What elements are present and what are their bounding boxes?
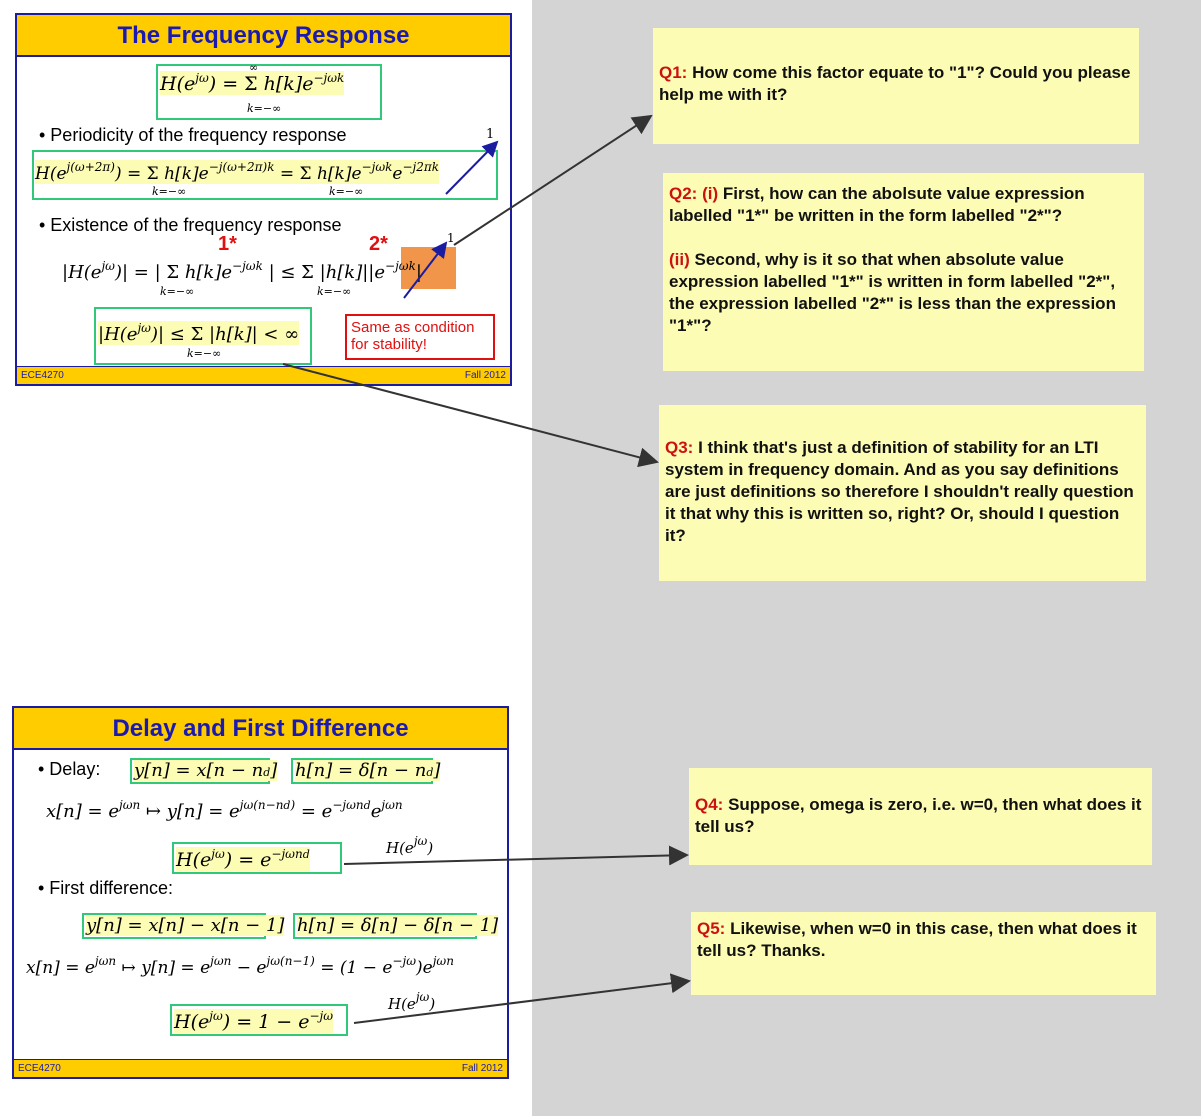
equation-delay-H: H(ejω) = e−jωnd (176, 847, 310, 871)
question-note-q3: Q3: I think that's just a definition of … (659, 405, 1146, 581)
slide-title: Delay and First Difference (14, 708, 507, 750)
slide-footer: ECE4270 Fall 2012 (17, 366, 510, 384)
stability-note: Same as condition for stability! (345, 314, 495, 360)
sum-limits: k=−∞ (329, 185, 364, 198)
slide-title: The Frequency Response (17, 15, 510, 57)
equation-diff-h: h[n] = δ[n] − δ[n − 1] (297, 915, 499, 936)
question-text: Suppose, omega is zero, i.e. w=0, then w… (695, 795, 1142, 836)
sum-limits: k=−∞ (152, 185, 187, 198)
equation-definition: H(ejω) = Σ h[k]e−jωk (160, 71, 345, 95)
sum-limits: ∞ (249, 61, 259, 74)
equation-existence: |H(ejω)| = | Σ h[k]e−jωk | ≤ Σ |h[k]||e−… (62, 259, 422, 283)
question-note-q2: Q2: (i) First, how can the abolsute valu… (663, 173, 1144, 371)
equation-delay-response: x[n] = ejωn ↦ y[n] = ejω(n−nd) = e−jωnde… (46, 798, 403, 822)
equation-bound: |H(ejω)| ≤ Σ |h[k]| < ∞ (98, 321, 300, 345)
question-tag: Q1: (659, 63, 688, 82)
footer-term: Fall 2012 (461, 1063, 503, 1074)
footer-course: ECE4270 (18, 1063, 61, 1074)
arrow-label-1: 1 (447, 231, 455, 245)
question-note-q1: Q1: How come this factor equate to "1"? … (653, 28, 1139, 144)
slide-footer: ECE4270 Fall 2012 (14, 1059, 507, 1077)
slide-frequency-response: The Frequency Response H(ejω) = Σ h[k]e−… (15, 13, 512, 386)
bullet-existence: • Existence of the frequency response (39, 215, 342, 235)
question-text: I think that's just a definition of stab… (665, 438, 1134, 545)
sum-limits: k=−∞ (187, 347, 222, 360)
equation-diff-y: y[n] = x[n] − x[n − 1] (86, 915, 285, 936)
question-tag: Q4: (695, 795, 724, 814)
question-subtag: (ii) (669, 250, 690, 269)
question-text: Second, why is it so that when absolute … (669, 250, 1116, 335)
question-text: Likewise, when w=0 in this case, then wh… (697, 919, 1137, 960)
question-tag: Q2: (669, 184, 698, 203)
equation-box-bound (94, 307, 312, 365)
equation-periodicity: H(ej(ω+2π)) = Σ h[k]e−j(ω+2π)k = Σ h[k]e… (35, 160, 440, 184)
question-tag: Q3: (665, 438, 694, 457)
footer-term: Fall 2012 (464, 370, 506, 381)
label-1-star: 1* (218, 233, 237, 255)
sum-limits: k=−∞ (247, 102, 282, 115)
equation-box-delay-H (172, 842, 342, 874)
equation-diff-H: H(ejω) = 1 − e−jω (174, 1009, 334, 1033)
question-note-q4: Q4: Suppose, omega is zero, i.e. w=0, th… (689, 768, 1152, 865)
question-text: First, how can the abolsute value expres… (669, 184, 1085, 225)
equation-box-definition (156, 64, 382, 120)
bullet-delay: • Delay: (38, 759, 101, 779)
question-note-q5: Q5: Likewise, when w=0 in this case, the… (691, 912, 1156, 995)
equation-diff-response: x[n] = ejωn ↦ y[n] = ejωn − ejω(n−1) = (… (26, 954, 454, 978)
question-subtag: (i) (702, 184, 719, 203)
equation-box-diff-H (170, 1004, 348, 1036)
footer-course: ECE4270 (21, 370, 64, 381)
slide-delay-first-difference: Delay and First Difference • Delay: y[n]… (12, 706, 509, 1079)
question-tag: Q5: (697, 919, 726, 938)
question-text: How come this factor equate to "1"? Coul… (659, 63, 1131, 104)
equation-delay-y: y[n] = x[n − nd] (134, 760, 278, 781)
sum-limits: k=−∞ (317, 285, 352, 298)
label-2-star: 2* (369, 233, 388, 255)
arrow-label-1: 1 (486, 127, 495, 142)
underbrace-H-label: H(ejω) (388, 990, 436, 1013)
bullet-first-difference: • First difference: (38, 878, 174, 898)
equation-delay-h: h[n] = δ[n − nd] (295, 760, 441, 781)
underbrace-H-label: H(ejω) (386, 834, 434, 857)
sum-limits: k=−∞ (160, 285, 195, 298)
bullet-periodicity: • Periodicity of the frequency response (39, 125, 347, 145)
